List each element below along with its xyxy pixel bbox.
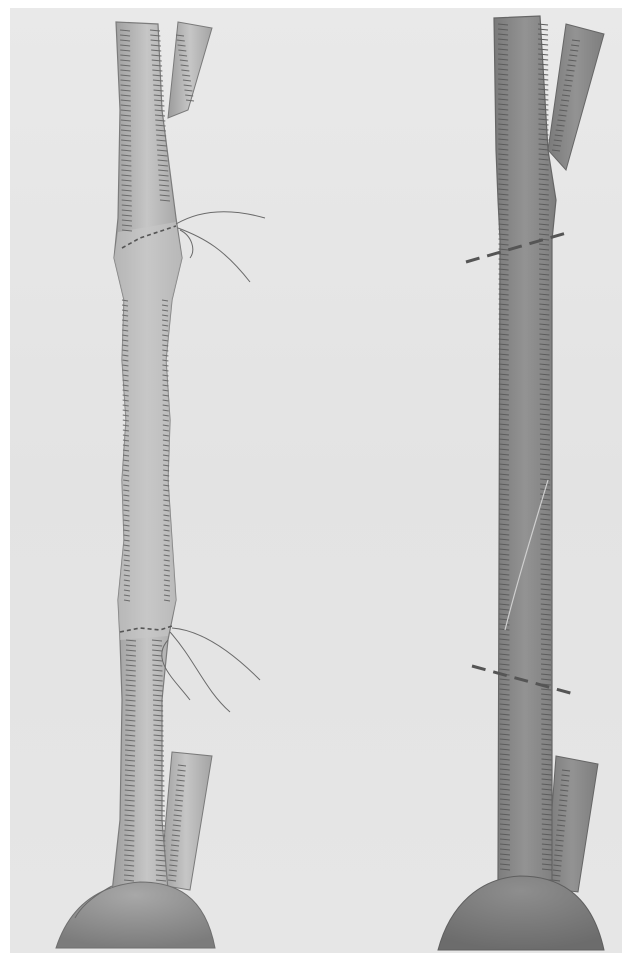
left-upper-suture-thread-2 [178, 228, 250, 282]
right-bottom-branch [546, 756, 598, 892]
left-lower-suture-thread-2 [170, 632, 230, 712]
left-top-branch [168, 22, 212, 118]
left-lower-suture-thread [172, 628, 260, 680]
left-bottom-bulb [56, 882, 215, 948]
left-graft [56, 22, 265, 948]
right-main-vessel [494, 16, 556, 880]
right-graft [438, 16, 604, 950]
left-bottom-branch [160, 752, 212, 890]
left-sutured-segment [114, 222, 182, 640]
left-upper-suture-thread [176, 212, 265, 224]
